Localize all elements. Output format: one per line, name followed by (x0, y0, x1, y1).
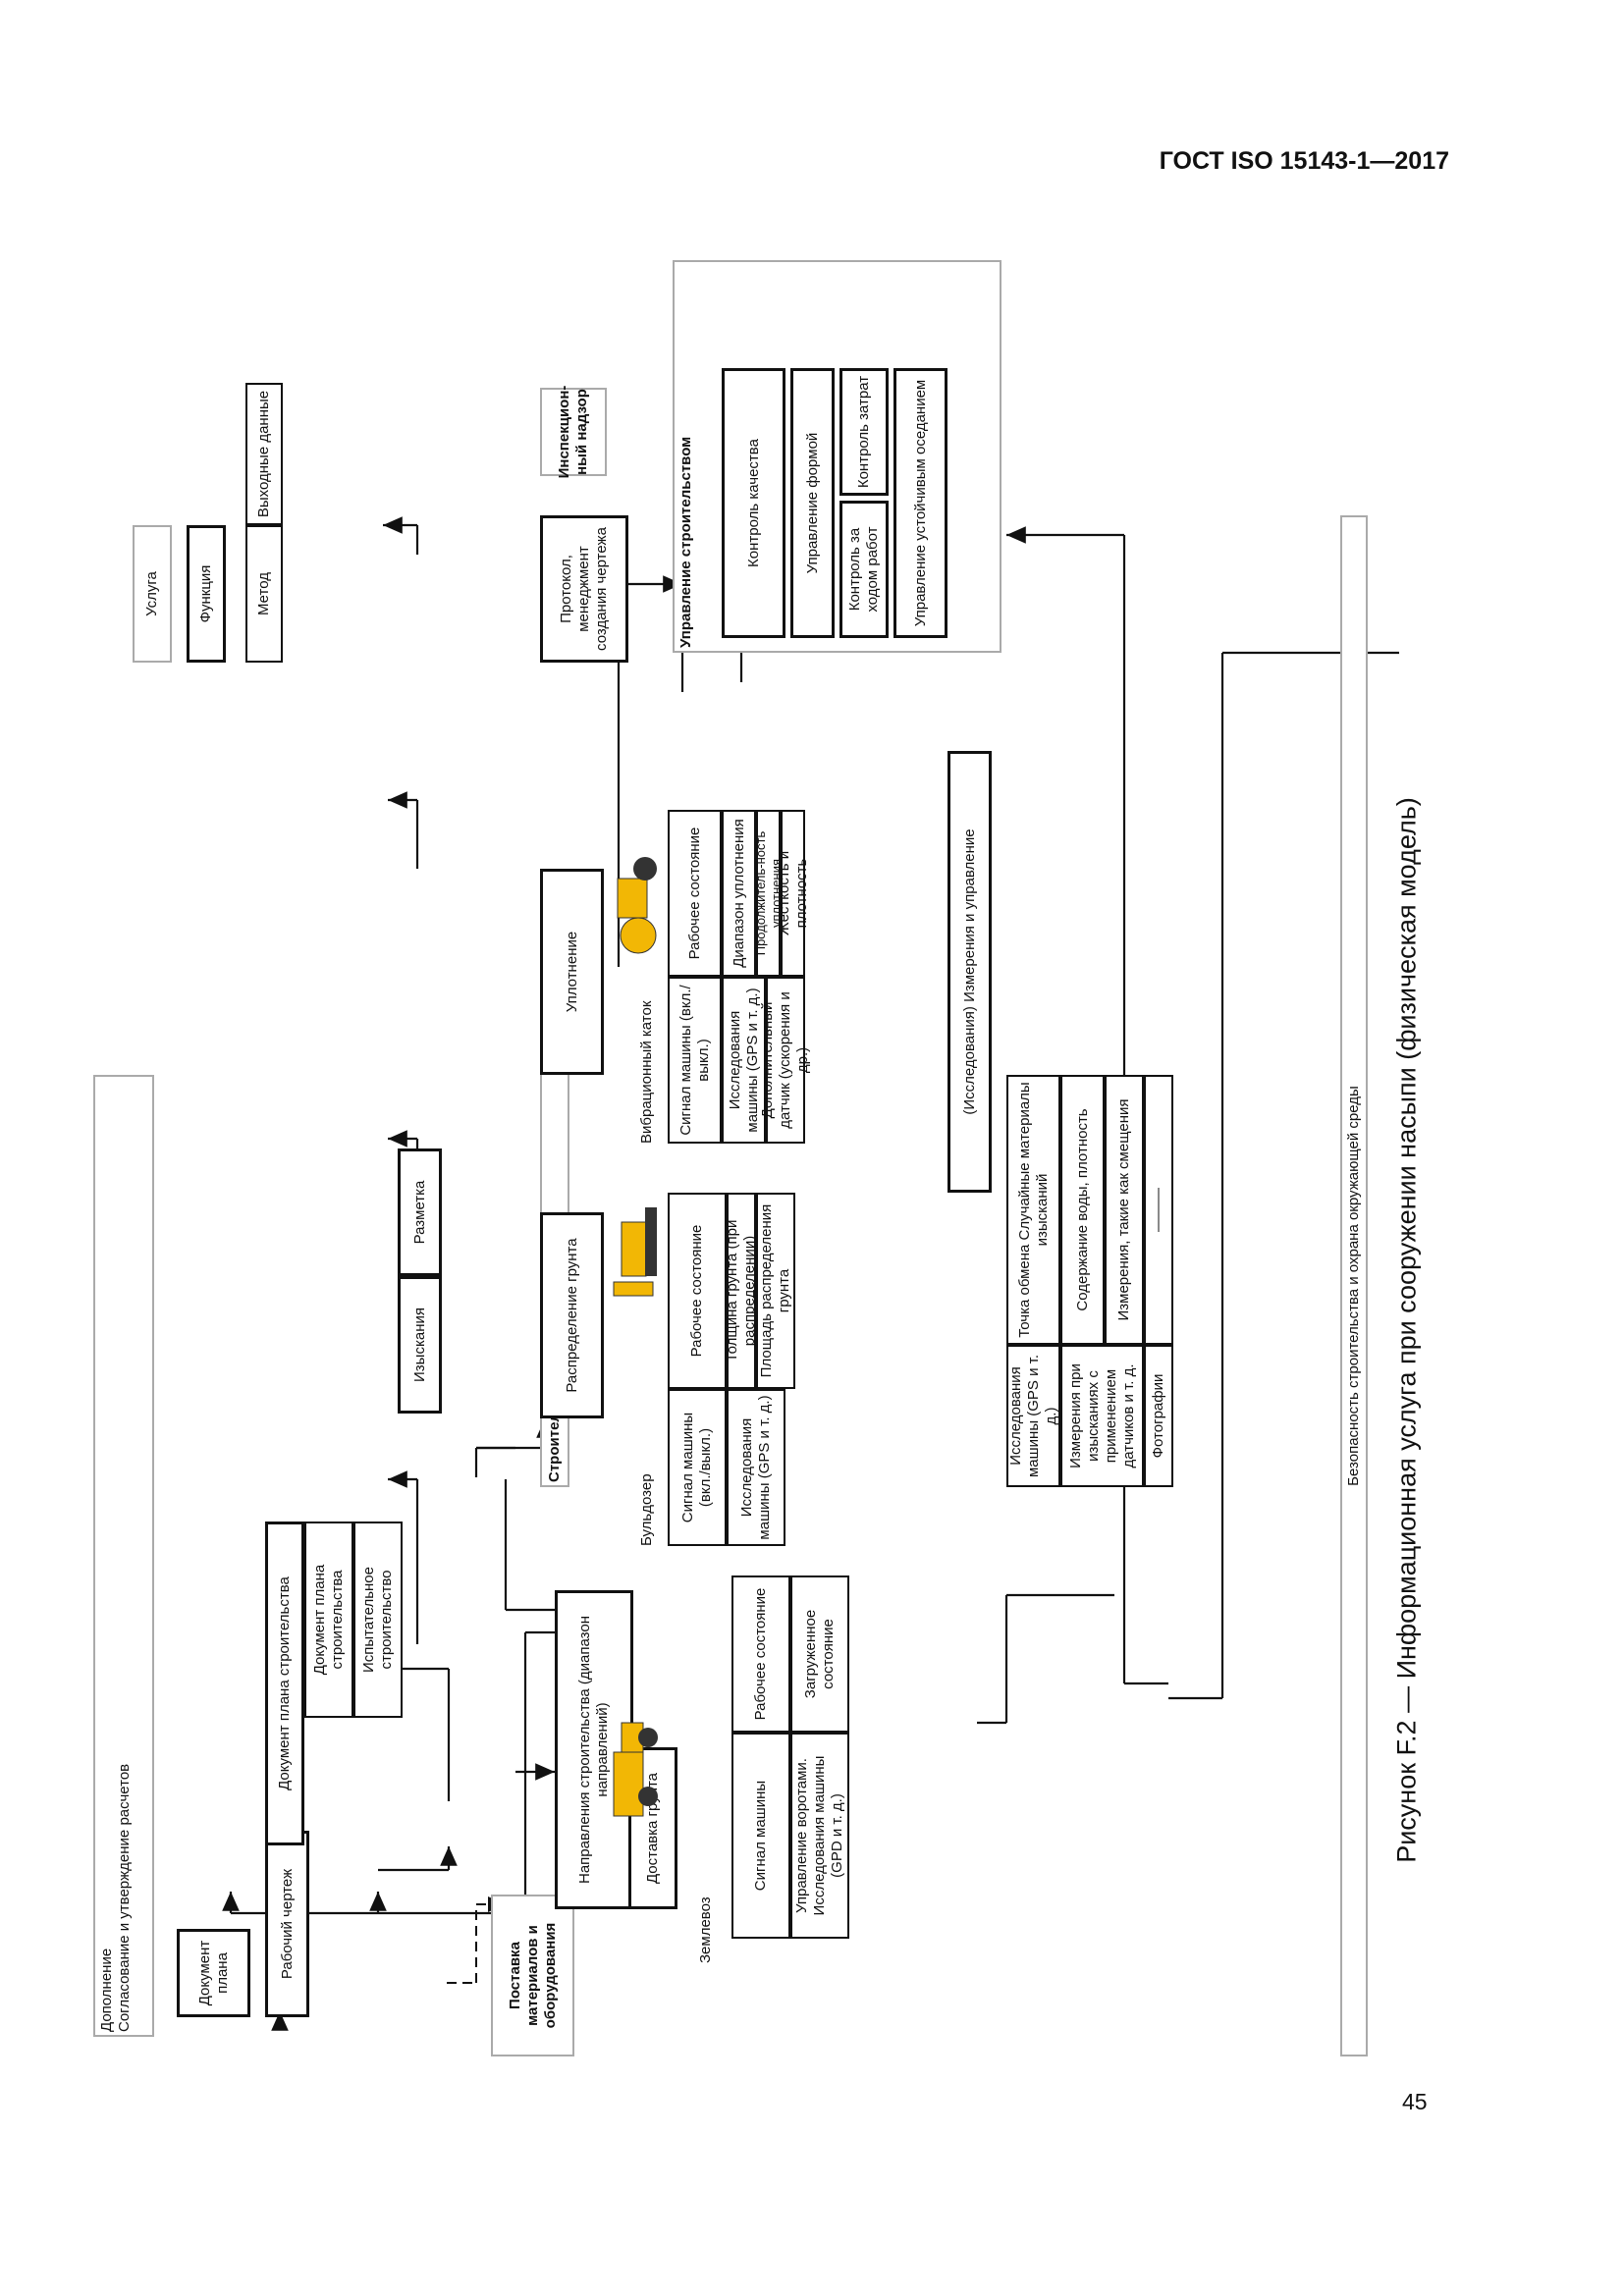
dump-truck-gate: Управление воротами. Исследования машины… (790, 1733, 849, 1939)
construction-plan-doc-box: Документ плана строительства (265, 1522, 304, 1845)
dump-truck-label: Землевоз (697, 1896, 714, 1963)
roller-signal: Сигнал машины (вкл./выкл.) (668, 977, 722, 1144)
construction-mgmt-title: Управление строительством (677, 436, 694, 648)
bulldozer-icon (613, 1207, 657, 1297)
inspection-box: Инспекцион-ный надзор (540, 386, 607, 478)
bulldozer-label: Бульдозер (638, 1473, 655, 1546)
compaction-box: Уплотнение (540, 869, 604, 1075)
roller-label: Вибрационный каток (638, 1000, 655, 1144)
roller-extra-sensor: Дополнительный датчик (ускорения и др.) (759, 977, 811, 1144)
document-header: ГОСТ ISO 15143-1—2017 (1159, 147, 1449, 175)
measurement-water: Содержание воды, плотность (1060, 1075, 1105, 1345)
measurement-mgmt-box: (Исследования) Измерения и управление (947, 751, 992, 1193)
marking-box: Разметка (398, 1148, 442, 1276)
progress-control-box: Контроль за ходом работ (839, 501, 889, 638)
addition-subtitle: Согласование и утверждение расчетов (116, 1763, 133, 2032)
settlement-control-box: Управление устойчивым оседанием (893, 368, 947, 638)
bulldozer-signal: Сигнал машины (вкл./выкл.) (668, 1389, 727, 1546)
roller-icon (617, 857, 657, 954)
diagram: Услуга Функция Метод Выходные данные Доп… (93, 260, 1624, 2056)
legend-output: Выходные данные (245, 383, 283, 525)
soil-distribution-box: Распределение грунта (540, 1212, 604, 1418)
materials-supply-box: Поставка материалов и оборудования (491, 1895, 574, 2056)
measurement-photos: Фотографии (1144, 1345, 1173, 1487)
page-number: 45 (1402, 2089, 1428, 2114)
plan-doc-box: Документ плана (177, 1929, 250, 2017)
protocol-box: Протокол, менеджмент создания чертежа (540, 515, 628, 663)
construction-plan-doc-method: Документ плана строительства (304, 1522, 353, 1718)
roller-range: Диапазон уплотнения (722, 810, 756, 977)
dump-truck-icon (613, 1722, 658, 1817)
measurement-survey: Измерения при изысканиях с применением д… (1060, 1345, 1144, 1487)
legend-method: Метод (245, 525, 283, 663)
trial-construction-method: Испытательное строительство (353, 1522, 403, 1718)
dump-truck-work-state: Рабочее состояние (731, 1575, 790, 1733)
legend-function: Функция (187, 525, 226, 663)
roller-work-state: Рабочее состояние (668, 810, 722, 977)
working-drawing-box: Рабочий чертеж (265, 1831, 309, 2017)
measurement-dash: ——— (1144, 1075, 1173, 1345)
dump-truck-signal: Сигнал машины (731, 1733, 790, 1939)
safety-panel: Безопасность строительства и охрана окру… (1340, 515, 1368, 2056)
dump-truck-loaded-state: Загруженное состояние (790, 1575, 849, 1733)
measurement-exchange: Точка обмена Случайные материалы изыскан… (1006, 1075, 1060, 1345)
legend-service: Услуга (133, 525, 172, 663)
bulldozer-research: Исследования машины (GPS и т. д.) (727, 1389, 785, 1546)
bulldozer-thickness: Толщина грунта (при распределении) (724, 1193, 758, 1389)
surveys-box: Изыскания (398, 1276, 442, 1414)
measurement-research: Исследования машины (GPS и т. д.) (1006, 1345, 1060, 1487)
bulldozer-work-state: Рабочее состояние (668, 1193, 727, 1389)
shape-control-box: Управление формой (790, 368, 835, 638)
cost-control-box: Контроль затрат (839, 368, 889, 496)
bulldozer-area: Площадь распределения грунта (756, 1193, 795, 1389)
measurement-displacement: Измерения, такие как смещения (1105, 1075, 1144, 1345)
addition-panel: Дополнение Согласование и утверждение ра… (93, 1075, 154, 2037)
roller-stiffness: Жесткость и плотность (776, 810, 810, 977)
addition-title: Дополнение (98, 1948, 115, 2032)
quality-control-box: Контроль качества (722, 368, 785, 638)
